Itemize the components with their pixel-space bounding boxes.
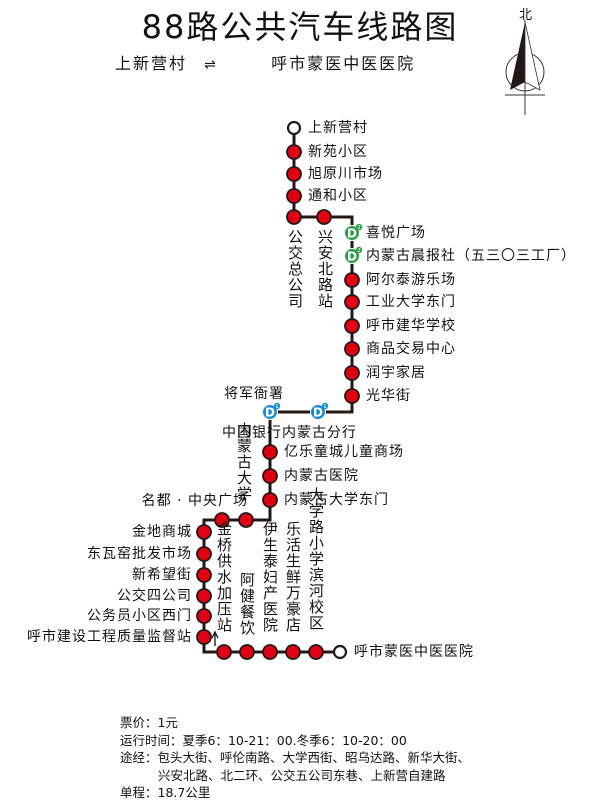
- stop-name: 商品交易中心: [366, 341, 456, 357]
- stop-marker[interactable]: [344, 388, 360, 404]
- stop-marker[interactable]: [286, 188, 302, 204]
- transfer-badge-number: 2: [357, 248, 361, 254]
- stop-marker[interactable]: [262, 644, 278, 660]
- page-title: 88路公共汽车线路图: [141, 8, 459, 46]
- origin-label: 上新营村: [115, 54, 188, 73]
- transfer-badge: D: [347, 227, 357, 241]
- transfer-badge: D: [313, 406, 323, 420]
- stop-marker[interactable]: [344, 294, 360, 310]
- stop-name: 公交总公司: [286, 229, 304, 309]
- transfer-badge: D: [265, 406, 275, 420]
- stop-name: 通和小区: [308, 188, 368, 204]
- stop-marker[interactable]: [286, 166, 302, 182]
- stop-marker[interactable]: [216, 644, 232, 660]
- stop-name: 内蒙古医院: [284, 468, 359, 484]
- direction-arrow-icon: [211, 630, 219, 646]
- stop-name: 金地商城: [132, 524, 192, 540]
- stop-marker[interactable]: [286, 209, 302, 225]
- stop-name: 内蒙古晨报社（五三〇三工厂）: [366, 248, 576, 264]
- stop-marker[interactable]: [308, 644, 324, 660]
- via-roads-cont: 兴安北路、北二环、公交五公司东巷、上新营自建路: [158, 767, 446, 783]
- stop-marker[interactable]: [214, 512, 230, 528]
- bidirectional-arrow-icon: ⇌: [204, 56, 216, 73]
- stop-name: 光华街: [366, 388, 411, 404]
- stop-marker[interactable]: [344, 272, 360, 288]
- stop-name: 阿健餐饮: [238, 572, 256, 636]
- stop-marker[interactable]: [238, 512, 254, 528]
- stop-marker[interactable]: [196, 588, 212, 604]
- transfer-badge-number: 1: [275, 404, 279, 410]
- stop-name: 润宇家居: [366, 365, 426, 381]
- stop-name: 金桥供水加压站: [215, 521, 233, 633]
- stop-name: 喜悦广场: [366, 225, 426, 241]
- transfer-badge-number: 1: [323, 404, 327, 410]
- stop-name: 内蒙古大学: [235, 422, 253, 502]
- stop-marker[interactable]: [332, 644, 348, 660]
- via-roads: 途经：包头大街、呼伦南路、大学西街、昭乌达路、新华大街、: [120, 750, 471, 765]
- stop-name: 将军衙署: [224, 386, 284, 402]
- stop-name: 呼市蒙医中医医院: [354, 644, 474, 660]
- fare: 票价：1元: [120, 715, 178, 730]
- stop-marker[interactable]: [344, 318, 360, 334]
- stop-marker[interactable]: [196, 629, 212, 645]
- stop-name: 大学路小学滨河校区: [307, 487, 325, 631]
- stop-name: 兴安北路站: [316, 229, 334, 309]
- stop-marker[interactable]: [262, 492, 278, 508]
- operating-hours: 运行时间：夏季6：10-21：00.冬季6：10-20：00: [120, 732, 407, 748]
- stop-name: 东瓦窑批发市场: [87, 546, 192, 562]
- stop-marker[interactable]: [344, 365, 360, 381]
- stop-name: 呼市建华学校: [366, 318, 456, 334]
- stop-name: 公务员小区西门: [87, 608, 192, 624]
- stop-marker[interactable]: [196, 546, 212, 562]
- stop-marker[interactable]: [196, 524, 212, 540]
- stop-marker[interactable]: [262, 444, 278, 460]
- stop-marker[interactable]: [196, 608, 212, 624]
- stop-name: 阿尔泰游乐场: [366, 272, 456, 288]
- route-info: 票价：1元 运行时间：夏季6：10-21：00.冬季6：10-20：00 途经：…: [120, 714, 470, 802]
- stop-name: 新希望街: [132, 567, 192, 583]
- stop-marker[interactable]: [344, 341, 360, 357]
- route-direction: 上新营村 ⇌ 呼市蒙医中医医院: [115, 50, 415, 74]
- stop-name: 旭原川市场: [308, 166, 383, 182]
- north-arrow-icon: [505, 20, 545, 115]
- stop-name: 工业大学东门: [366, 294, 456, 310]
- transfer-badge-number: 2: [357, 225, 361, 231]
- stop-marker[interactable]: [239, 644, 255, 660]
- stop-name: 呼市建设工程质量监督站: [27, 629, 192, 645]
- stop-marker[interactable]: [316, 209, 332, 225]
- compass-north-label: 北: [519, 8, 533, 23]
- stop-name: 亿乐童城儿童商场: [284, 444, 404, 460]
- stop-name: 上新营村: [308, 120, 368, 136]
- stop-marker[interactable]: [196, 567, 212, 583]
- stop-marker[interactable]: [285, 644, 301, 660]
- stop-name: 伊生泰妇产医院: [261, 521, 279, 633]
- stop-name: 内蒙古大学东门: [284, 492, 389, 508]
- stop-marker[interactable]: [286, 144, 302, 160]
- stop-name: 新苑小区: [308, 144, 368, 160]
- stop-marker[interactable]: [262, 468, 278, 484]
- stop-name: 中国银行内蒙古分行: [222, 425, 357, 441]
- distance: 单程：18.7公里: [120, 785, 211, 800]
- destination-label: 呼市蒙医中医医院: [271, 54, 416, 73]
- stop-name: 乐活生鲜万豪店: [284, 521, 302, 633]
- compass: 北: [505, 0, 585, 120]
- stop-name: 公交四公司: [117, 588, 192, 604]
- stop-name: 名都 · 中央广场: [141, 493, 248, 509]
- transfer-badge: D: [347, 250, 357, 264]
- stop-marker[interactable]: [286, 120, 302, 136]
